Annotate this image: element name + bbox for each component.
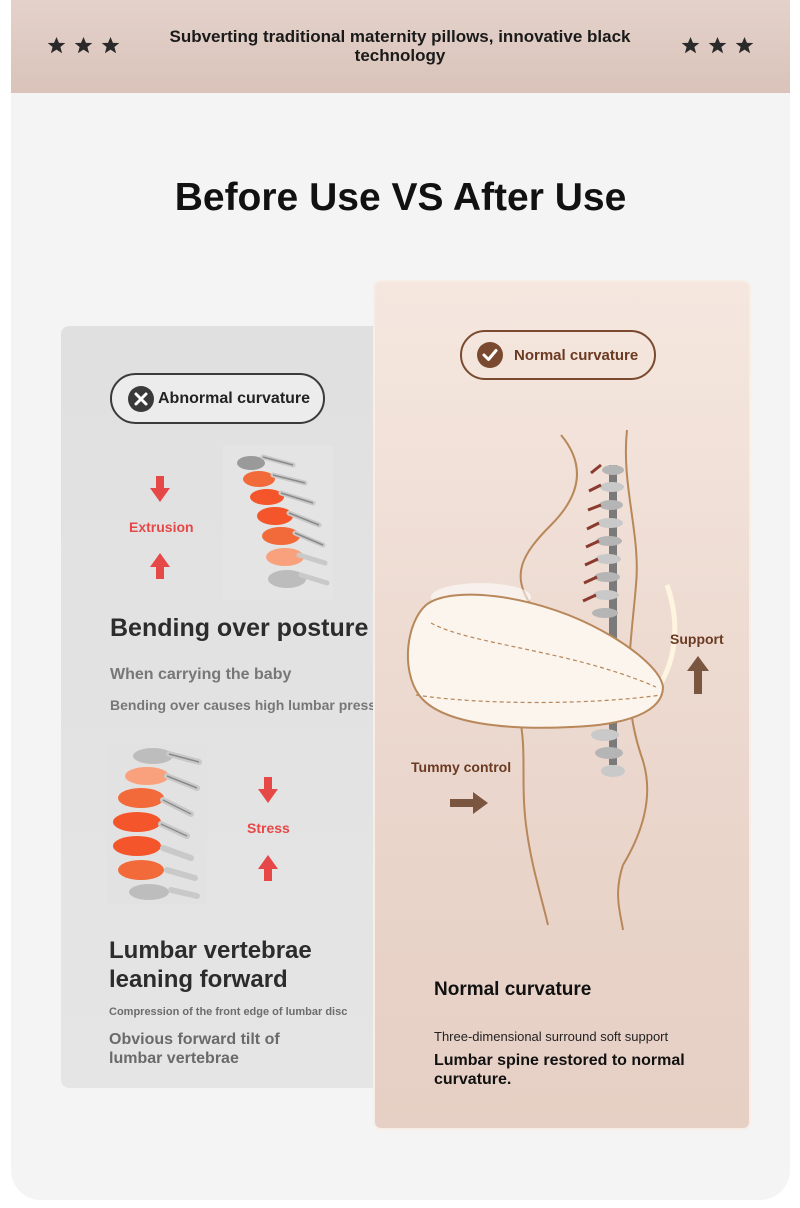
lumbar-leaning-heading: Lumbar vertebrae leaning forward [109,937,312,993]
top-banner: Subverting traditional maternity pillows… [11,0,790,93]
body-with-pillow-illustration [406,429,678,931]
x-circle-icon [128,385,154,412]
bent-spine-illustration [223,445,333,600]
normal-curvature-badge: Normal curvature [460,330,656,380]
carrying-baby-text: When carrying the baby [110,666,292,683]
star-icon [681,36,700,54]
page-title: Before Use VS After Use [174,176,627,219]
star-icon [735,36,754,54]
check-circle-icon [477,342,503,368]
compressed-spine-illustration [107,744,207,904]
support-label: Support [670,631,724,647]
lumbar-pressure-text: Bending over causes high lumbar pressure [110,697,398,713]
arrow-up-icon [258,855,278,881]
bending-posture-heading: Bending over posture [110,614,369,642]
normal-curvature-heading: Normal curvature [434,979,592,1000]
arrow-down-icon [258,777,278,803]
star-icon [47,36,66,54]
forward-tilt-text: Obvious forward tilt of lumbar vertebrae [109,1031,280,1067]
page-frame: Subverting traditional maternity pillows… [11,0,790,1200]
star-icon [101,36,120,54]
extrusion-label: Extrusion [129,519,194,535]
stars-right [681,36,754,55]
arrow-up-icon [687,656,709,694]
abnormal-curvature-badge: Abnormal curvature [110,373,325,424]
tummy-control-label: Tummy control [411,759,512,775]
stress-label: Stress [247,820,290,836]
abnormal-curvature-label: Abnormal curvature [158,389,311,407]
disc-compression-text: Compression of the front edge of lumbar … [109,1006,348,1018]
arrow-right-icon [450,792,488,814]
arrow-up-icon [150,553,170,579]
normal-curvature-badge-label: Normal curvature [514,346,639,364]
spine-restored-text: Lumbar spine restored to normal curvatur… [434,1052,685,1088]
soft-support-text: Three-dimensional surround soft support [434,1029,669,1044]
stars-left [47,36,120,55]
star-icon [74,36,93,54]
arrow-down-icon [150,476,170,502]
star-icon [708,36,727,54]
banner-text: Subverting traditional maternity pillows… [169,27,631,65]
